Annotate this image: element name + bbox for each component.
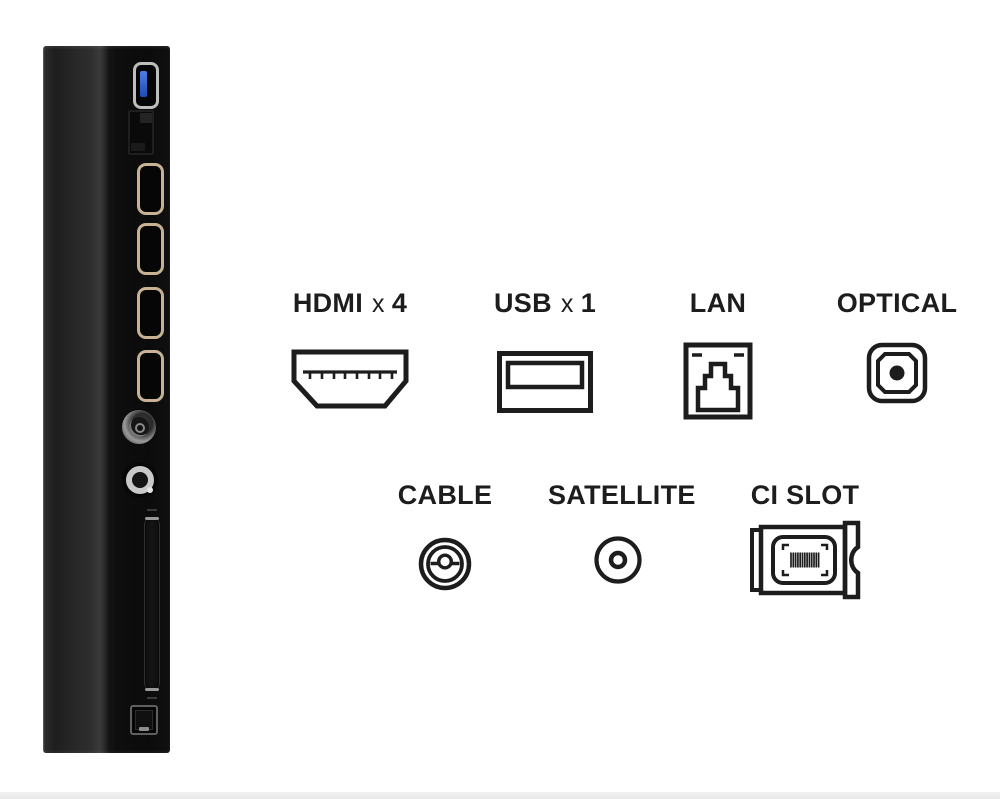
satellite-coax-inner xyxy=(129,417,149,437)
ci-slot-bottom-cap xyxy=(145,688,159,691)
port-label-lan: LAN xyxy=(648,288,788,318)
port-name: HDMI xyxy=(292,288,364,318)
port-label-cable: CABLE xyxy=(375,480,515,510)
satellite-coax-port xyxy=(122,410,156,444)
satellite-port-icon xyxy=(594,536,642,584)
port-name: LAN xyxy=(689,288,747,318)
usb-blue-tab xyxy=(140,71,147,97)
port-group-ci-slot: CI SLOT xyxy=(735,480,875,600)
port-mult-value: 4 xyxy=(391,288,408,318)
port-group-lan: LAN xyxy=(648,288,788,420)
port-mult-sign: x xyxy=(372,290,385,318)
tv-side-panel-photo xyxy=(43,46,170,753)
lan-port-icon xyxy=(683,342,753,420)
optical-port xyxy=(130,705,158,735)
port-mult-value: 1 xyxy=(580,288,597,318)
port-group-cable: CABLE xyxy=(375,480,515,592)
ci-slot-bottom-mark xyxy=(147,697,157,699)
ci-slot-top-mark xyxy=(147,509,157,511)
hdmi-port-icon xyxy=(291,349,409,409)
port-name: SATELLITE xyxy=(548,480,696,510)
lan-port xyxy=(128,110,154,155)
cable-coax-ring xyxy=(126,466,154,494)
hdmi-port-2 xyxy=(137,223,164,275)
cable-coax-port xyxy=(122,462,158,498)
cable-coax-pin xyxy=(147,487,153,493)
usb-port-icon xyxy=(497,351,593,413)
port-group-optical: OPTICAL xyxy=(827,288,967,404)
usb-port xyxy=(133,62,159,109)
optical-port-icon xyxy=(866,342,928,404)
port-name: CI SLOT xyxy=(750,480,860,510)
hdmi-port-3 xyxy=(137,287,164,339)
optical-port-glow xyxy=(139,727,149,731)
optical-port-inner xyxy=(135,710,153,730)
port-group-satellite: SATELLITE xyxy=(548,480,695,585)
ci-slot xyxy=(144,509,160,699)
port-name: OPTICAL xyxy=(836,288,958,318)
lan-port-clip xyxy=(140,113,152,123)
port-label-satellite: SATELLITE xyxy=(548,480,695,510)
port-mult-sign: x xyxy=(560,290,574,318)
port-name: USB xyxy=(493,288,552,318)
port-label-optical: OPTICAL xyxy=(827,288,967,318)
port-label-ci-slot: CI SLOT xyxy=(735,480,875,510)
bottom-divider-bar xyxy=(0,792,1000,799)
port-name: CABLE xyxy=(397,480,493,510)
satellite-coax-center xyxy=(135,423,145,433)
lan-port-recess xyxy=(131,143,145,151)
hdmi-port-1 xyxy=(137,163,164,215)
ci-slot-top-cap xyxy=(145,517,159,520)
ci-slot-icon xyxy=(750,520,861,600)
cable-port-icon xyxy=(418,537,472,591)
hdmi-port-4 xyxy=(137,350,164,402)
